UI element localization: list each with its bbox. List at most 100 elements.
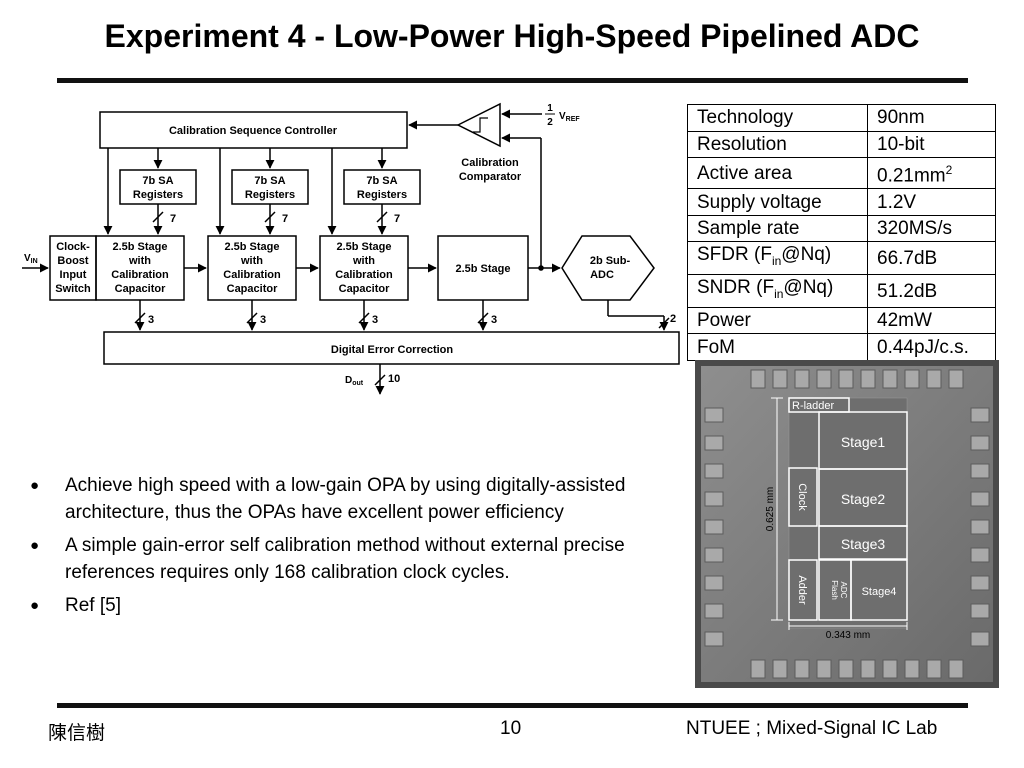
switch-label-line1: Clock-: [56, 241, 90, 253]
vref-fraction-denominator: 2: [547, 117, 553, 128]
sa-register-label-1a: 7b SA: [142, 175, 173, 187]
stage-bus-width-3: 3: [372, 314, 378, 326]
slide-title: Experiment 4 - Low-Power High-Speed Pipe…: [104, 18, 920, 54]
spec-value: 0.21mm2: [867, 156, 996, 190]
stage4-text: Stage4: [862, 586, 897, 598]
comparator-label-line2: Comparator: [459, 171, 522, 183]
adc-block-diagram: Calibration Sequence Controller 7b SA Re…: [22, 102, 680, 395]
spec-value: 0.44pJ/c.s.: [867, 333, 996, 361]
cal-stage-2-line1: 2.5b Stage: [224, 241, 279, 253]
cal-stage-2-line2: with: [240, 255, 263, 267]
bullet-list: ●Achieve high speed with a low-gain OPA …: [30, 472, 680, 625]
switch-label-line2: Boost: [57, 255, 89, 267]
sub-adc-block: [561, 235, 655, 301]
spec-key: Supply voltage: [687, 188, 868, 216]
spec-key: FoM: [687, 333, 868, 361]
bullet-item: ●Achieve high speed with a low-gain OPA …: [30, 475, 626, 523]
cal-stage-3-line2: with: [352, 255, 375, 267]
spec-value: 66.7dB: [867, 241, 996, 276]
dout-label: Dout: [345, 375, 364, 387]
controller-label: Calibration Sequence Controller: [169, 125, 338, 137]
spec-key: Resolution: [687, 130, 868, 158]
sa-register-label-2b: Registers: [245, 189, 295, 201]
calibration-controller-block: [99, 111, 408, 149]
spec-value: 90nm: [867, 104, 996, 132]
spec-value: 10-bit: [867, 130, 996, 158]
comparator-label-line1: Calibration: [461, 157, 519, 169]
sa-bus-width-2: 7: [282, 213, 288, 225]
title-divider: [57, 78, 968, 83]
dout-bus-width: 10: [388, 373, 400, 385]
cal-stage-1-line1: 2.5b Stage: [112, 241, 167, 253]
calibration-comparator-symbol: [456, 102, 501, 148]
footer-lab: NTUEE ; Mixed-Signal IC Lab: [686, 718, 938, 739]
vref-fraction-numerator: 1: [547, 103, 553, 114]
sub-adc-bus-width: 2: [670, 313, 676, 325]
stage-bus-width-1: 3: [148, 314, 154, 326]
footer-divider: [57, 703, 968, 708]
sub-adc-label-line2: ADC: [590, 269, 614, 281]
cal-stage-1-line4: Capacitor: [115, 283, 166, 295]
stage4-region: [850, 559, 908, 621]
cal-stage-3-line3: Calibration: [335, 269, 393, 281]
bullet-item: ●Ref [5]: [30, 595, 121, 616]
stage3-text: Stage3: [841, 536, 886, 552]
sa-register-label-2a: 7b SA: [254, 175, 285, 187]
stage3-region: [818, 525, 908, 560]
switch-label-line3: Input: [60, 269, 87, 281]
sa-bus-width-1: 7: [170, 213, 176, 225]
bullet-item: ●A simple gain-error self calibration me…: [30, 535, 625, 583]
spec-value: 51.2dB: [867, 274, 996, 308]
clock-region: [788, 467, 818, 527]
chip-width-dimension: 0.343 mm: [826, 630, 870, 641]
chip-height-dimension: 0.625 mm: [765, 487, 776, 531]
cal-stage-3-line1: 2.5b Stage: [336, 241, 391, 253]
switch-label-line4: Switch: [55, 283, 91, 295]
footer-author: 陳信樹: [48, 723, 106, 744]
cal-stage-1-line3: Calibration: [111, 269, 169, 281]
r-ladder-text: R-ladder: [792, 400, 835, 412]
vref-label: VREF: [559, 111, 580, 123]
sa-register-label-3a: 7b SA: [366, 175, 397, 187]
spec-key: Technology: [687, 104, 868, 132]
cal-stage-3-line4: Capacitor: [339, 283, 390, 295]
stage-4-label: 2.5b Stage: [455, 263, 510, 275]
adder-region: [788, 559, 818, 621]
stage2-text: Stage2: [841, 491, 886, 507]
spec-value: 320MS/s: [867, 214, 996, 243]
footer-page-number: 10: [500, 718, 522, 739]
flash-text: Flash: [830, 580, 839, 600]
chip-micrograph: R-ladder Stage1 Stage2 Stage3 Stage4 Clo…: [695, 360, 999, 688]
spec-value: 42mW: [867, 306, 996, 335]
stage-bus-width-4: 3: [491, 314, 497, 326]
spec-key: SNDR (Fin@Nq): [687, 274, 868, 308]
spec-key: Sample rate: [687, 214, 868, 243]
stage1-text: Stage1: [841, 434, 886, 450]
spec-key: Active area: [687, 156, 868, 190]
cal-stage-2-line4: Capacitor: [227, 283, 278, 295]
cal-stage-1-line2: with: [128, 255, 151, 267]
adder-text: Adder: [796, 575, 808, 605]
sa-register-label-1b: Registers: [133, 189, 183, 201]
spec-row: SFDR (Fin@Nq)66.7dB: [687, 241, 996, 276]
vin-label: VIN: [24, 253, 38, 265]
dec-label: Digital Error Correction: [331, 344, 454, 356]
digital-error-correction-block: [103, 331, 680, 365]
clock-text: Clock: [796, 483, 808, 511]
cal-stage-2-line3: Calibration: [223, 269, 281, 281]
sub-adc-label-line1: 2b Sub-: [590, 255, 631, 267]
spec-key: SFDR (Fin@Nq): [687, 241, 868, 276]
stage-bus-width-2: 3: [260, 314, 266, 326]
sa-bus-width-3: 7: [394, 213, 400, 225]
spec-value: 1.2V: [867, 188, 996, 216]
adc-text: ADC: [839, 582, 848, 599]
sa-register-label-3b: Registers: [357, 189, 407, 201]
spec-row: SNDR (Fin@Nq)51.2dB: [687, 274, 996, 308]
